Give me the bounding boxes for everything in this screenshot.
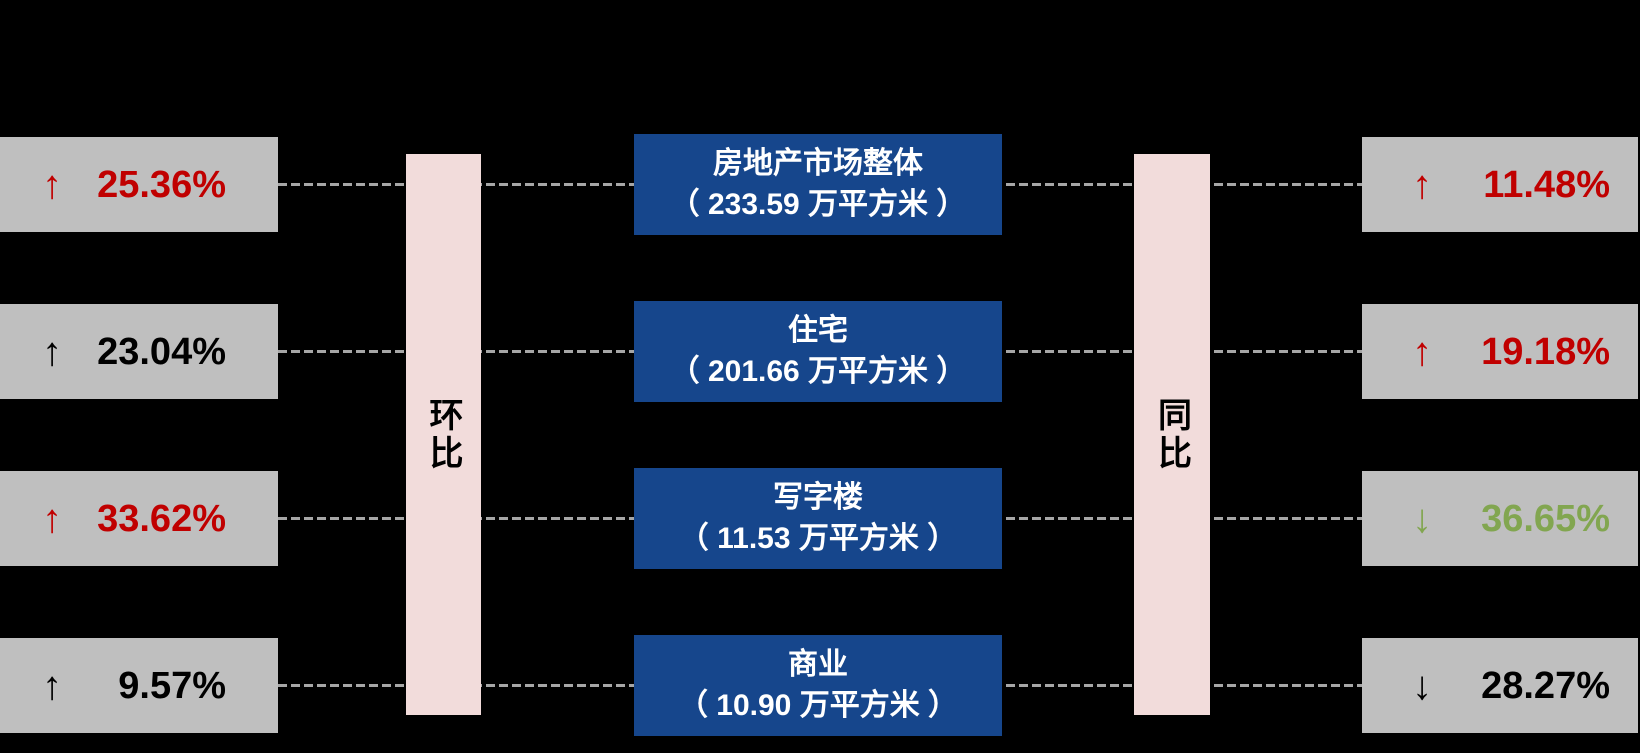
mom-change-value: 23.04% xyxy=(97,330,226,373)
up-arrow-icon: ↑ xyxy=(1412,162,1432,207)
yoy-change-value: 36.65% xyxy=(1481,497,1610,540)
yoy-change-box: ↑ 11.48% xyxy=(1362,137,1638,232)
yoy-change-value: 19.18% xyxy=(1481,330,1610,373)
yoy-connector-bar: 同比 xyxy=(1134,154,1210,715)
yoy-change-value: 28.27% xyxy=(1481,664,1610,707)
down-arrow-icon: ↓ xyxy=(1412,663,1432,708)
category-name: 房地产市场整体 xyxy=(713,147,923,180)
mom-change-box: ↑ 33.62% xyxy=(0,471,278,566)
mom-change-box: ↑ 25.36% xyxy=(0,137,278,232)
mom-change-value: 9.57% xyxy=(118,664,226,707)
category-area: （ 10.90 万平方米 ） xyxy=(677,688,959,722)
mom-change-value: 33.62% xyxy=(97,497,226,540)
mom-connector-bar: 环比 xyxy=(406,154,481,715)
yoy-connector-label: 同比 xyxy=(1152,396,1191,473)
mom-change-value: 25.36% xyxy=(97,163,226,206)
mom-change-box: ↑ 9.57% xyxy=(0,638,278,733)
category-area: （ 201.66 万平方米 ） xyxy=(669,354,967,388)
category-name: 住宅 xyxy=(788,314,848,347)
category-box: 住宅 （ 201.66 万平方米 ） xyxy=(634,301,1002,402)
up-arrow-icon: ↑ xyxy=(42,162,62,207)
category-box: 商业 （ 10.90 万平方米 ） xyxy=(634,635,1002,736)
category-name: 写字楼 xyxy=(773,481,863,514)
mom-connector-label: 环比 xyxy=(424,396,462,473)
down-arrow-icon: ↓ xyxy=(1412,496,1432,541)
mom-change-box: ↑ 23.04% xyxy=(0,304,278,399)
category-area: （ 233.59 万平方米 ） xyxy=(669,187,967,221)
category-box: 房地产市场整体 （ 233.59 万平方米 ） xyxy=(634,134,1002,235)
up-arrow-icon: ↑ xyxy=(42,663,62,708)
category-name: 商业 xyxy=(788,648,848,681)
up-arrow-icon: ↑ xyxy=(1412,329,1432,374)
yoy-change-box: ↑ 19.18% xyxy=(1362,304,1638,399)
up-arrow-icon: ↑ xyxy=(42,329,62,374)
yoy-change-value: 11.48% xyxy=(1483,163,1610,206)
up-arrow-icon: ↑ xyxy=(42,496,62,541)
category-box: 写字楼 （ 11.53 万平方米 ） xyxy=(634,468,1002,569)
yoy-change-box: ↓ 36.65% xyxy=(1362,471,1638,566)
yoy-change-box: ↓ 28.27% xyxy=(1362,638,1638,733)
category-area: （ 11.53 万平方米 ） xyxy=(678,521,958,555)
